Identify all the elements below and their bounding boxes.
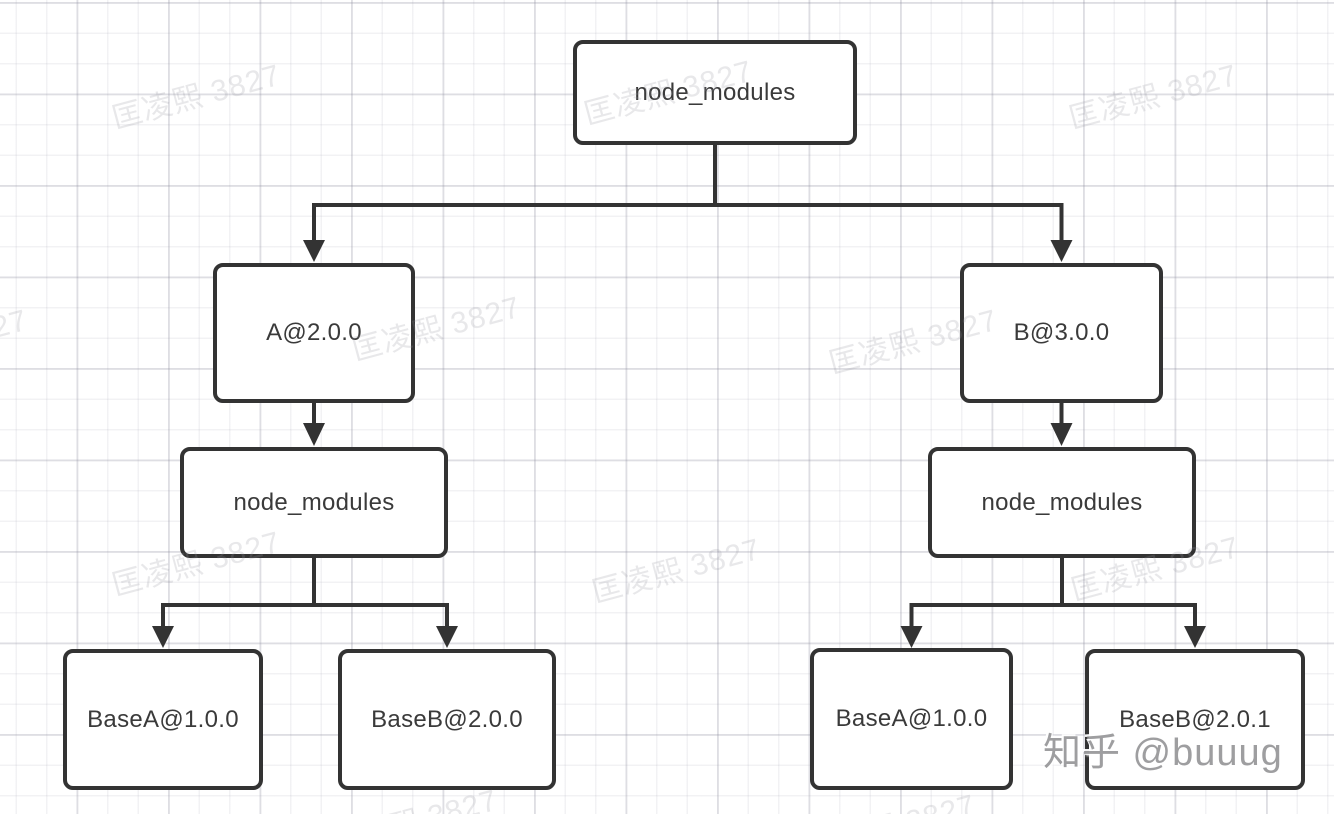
node-box-nm-a: node_modules [180,447,448,558]
node-label-nm-a: node_modules [233,488,395,516]
node-label-base-a-right: BaseA@1.0.0 [835,705,988,732]
arrowhead-to-nm-b [1050,423,1073,446]
arrowhead-to-pkg-b [1050,240,1073,262]
node-label-pkg-a: A@2.0.0 [266,319,362,346]
node-box-pkg-a: A@2.0.0 [213,263,415,403]
node-box-base-b-right: BaseB@2.0.1 [1085,649,1305,790]
node-label-base-b-right: BaseB@2.0.1 [1119,705,1271,733]
arrowhead-to-nm-a [303,423,325,446]
node-box-base-a-left: BaseA@1.0.0 [63,649,263,790]
arrowhead-to-base-b-left [436,626,458,648]
arrowhead-to-base-a-right [900,626,923,648]
arrowhead-to-base-b-right [1184,626,1206,648]
node-label-base-b-left: BaseB@2.0.0 [371,705,523,733]
edge-nm-a-to-children [152,558,458,648]
node-label-base-a-left: BaseA@1.0.0 [87,705,239,733]
edge-nm-b-to-children [900,558,1206,648]
edge-root-to-children [303,145,1073,262]
node-box-nm-b: node_modules [928,447,1196,558]
node-label-pkg-b: B@3.0.0 [1013,319,1110,346]
node-label-root: node_modules [634,78,796,106]
edge-pkg-b-to-nm-b [1050,403,1073,446]
node-box-root: node_modules [573,40,857,145]
node-label-nm-b: node_modules [981,488,1143,516]
arrowhead-to-base-a-left [152,626,174,648]
node-box-base-a-right: BaseA@1.0.0 [810,648,1013,790]
edge-pkg-a-to-nm-a [303,403,325,446]
arrowhead-to-pkg-a [303,240,325,262]
node-box-base-b-left: BaseB@2.0.0 [338,649,556,790]
node-box-pkg-b: B@3.0.0 [960,263,1163,403]
